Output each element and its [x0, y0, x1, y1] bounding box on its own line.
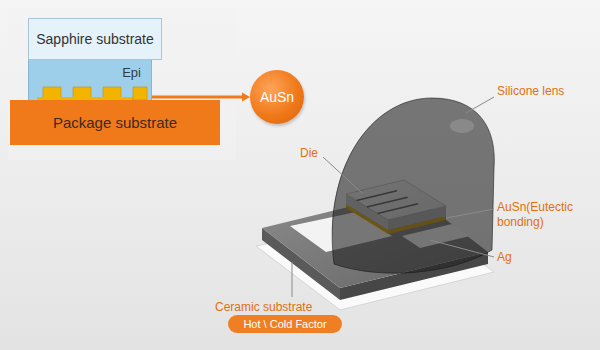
package-substrate: Package substrate: [10, 100, 220, 145]
node-text: Hot \ Cold Factor: [243, 318, 326, 330]
part-label: Die: [300, 146, 318, 161]
panel-ground: [8, 8, 236, 160]
leader-line: [323, 157, 362, 193]
part-label: Ceramic substrate: [215, 300, 312, 315]
epi-layer: Epi: [28, 60, 152, 100]
part-label: Silicone lens: [497, 84, 564, 99]
leader-line: [430, 240, 494, 257]
leader-line: [292, 262, 293, 297]
sapphire-layer: Sapphire substrate: [28, 18, 162, 60]
ausn-circle: AuSn: [250, 70, 304, 124]
dome-highlight: [450, 119, 474, 133]
leader-line: [466, 97, 494, 113]
part-label: AuSn(Eutectic bonding): [497, 200, 592, 230]
node-text: AuSn: [260, 89, 294, 105]
leader-line: [446, 209, 494, 218]
part-label: Ag: [497, 250, 512, 265]
node-text: Sapphire substrate: [36, 31, 154, 47]
factor-badge: Hot \ Cold Factor: [228, 315, 342, 333]
silicone-dome: [332, 98, 494, 273]
node-text: Epi: [122, 65, 141, 80]
node-text: Package substrate: [53, 114, 177, 131]
